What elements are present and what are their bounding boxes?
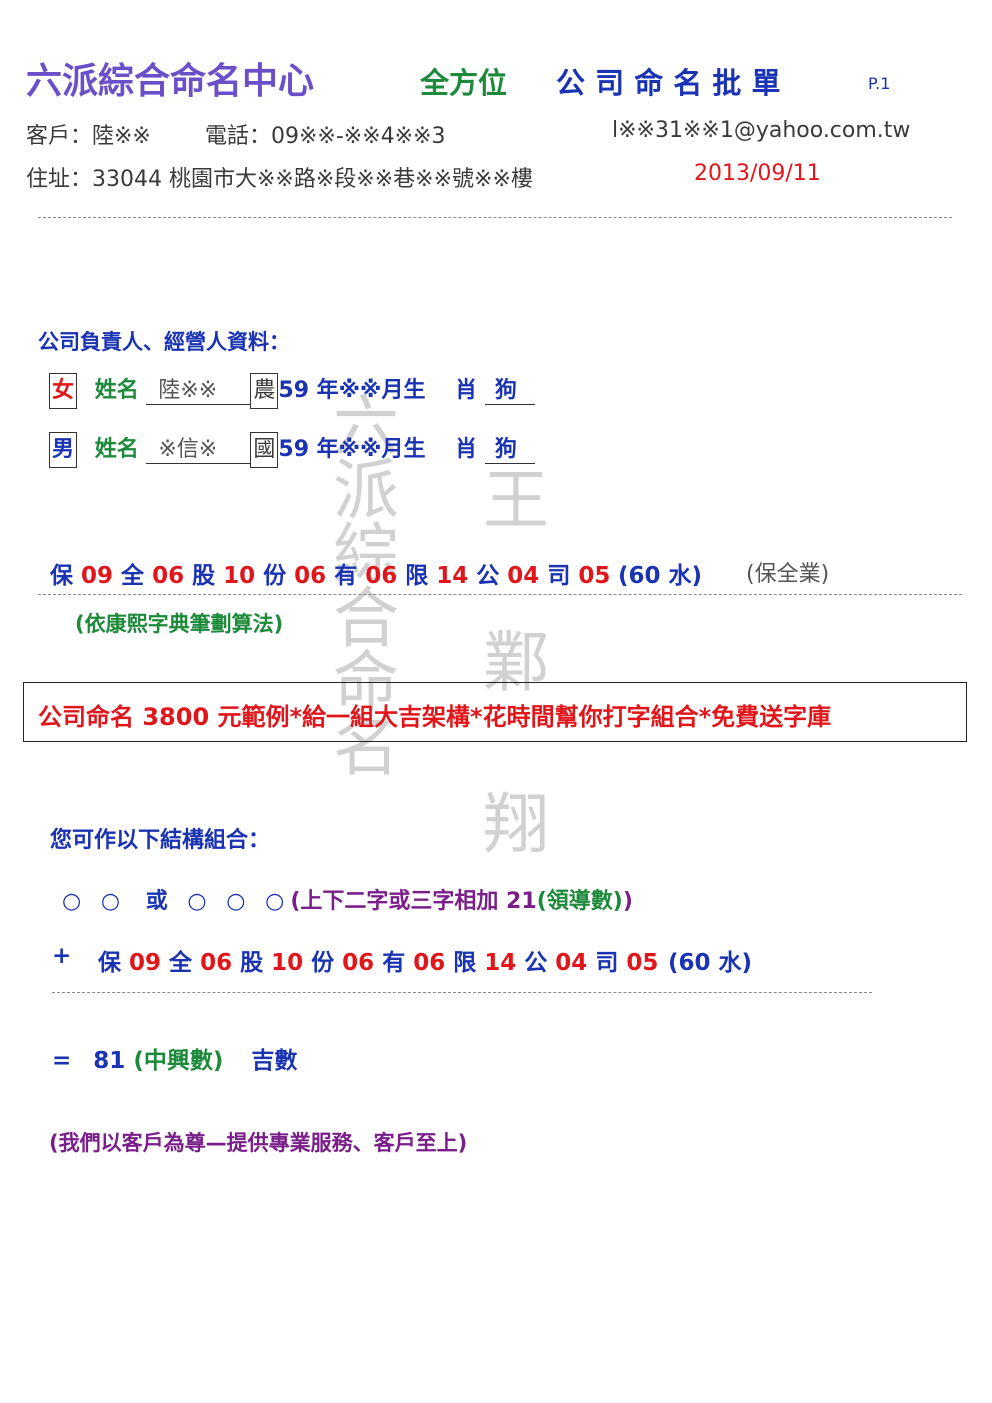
company-title: 六派綜合命名中心 [26,61,315,102]
zodiac-label: 肖 [455,378,478,403]
page-number: P.1 [868,74,891,93]
gender-male-box: 男 [49,432,78,468]
divider-top [38,217,952,218]
divider-sum [52,992,872,993]
stroke-char: 公 [524,950,548,976]
stroke-count: 10 [223,563,256,589]
stroke-char: 有 [382,950,406,976]
plus-sign: + [52,943,72,969]
or-label: 或 [145,889,168,914]
stroke-char: 全 [121,563,145,589]
stroke-count: 14 [436,563,469,589]
customer-email: l※※31※※1@yahoo.com.tw [612,118,911,143]
birth-date: 59 年※※月生 [278,437,426,462]
stroke-count: 06 [413,950,446,976]
stroke-char: 份 [311,950,335,976]
stroke-sequence-repeat: 保 09 全 06 股 10 份 06 有 06 限 14 公 04 司 05 [98,943,658,977]
result-luck: 吉數 [251,1048,298,1074]
industry-label: (保全業) [746,562,830,587]
two-char-pattern: ○ ○ [62,889,127,914]
zodiac-value: 狗 [484,372,535,405]
stroke-char: 保 [50,563,73,589]
stroke-char: 全 [169,950,193,976]
stroke-count: 06 [200,950,233,976]
stroke-char: 司 [595,950,619,976]
subtitle-naming-sheet: 公 司 命 名 批 單 [556,66,781,100]
customer-name: 客戶：陸※※ [26,124,151,149]
three-char-pattern: ○ ○ ○ [187,889,291,914]
equals-sign: = [52,1048,72,1074]
stroke-count: 05 [626,950,659,976]
stroke-count: 14 [484,950,517,976]
watermark-char: 鄴 [483,624,549,701]
stroke-count: 09 [129,950,162,976]
stroke-char: 限 [405,563,429,589]
watermark-char: 派 [333,452,399,529]
customer-address: 住址：33044 桃園市大※※路※段※※巷※※號※※樓 [26,167,533,192]
structure-pattern: ○ ○ 或 ○ ○ ○(上下二字或三字相加 21(領導數)) [62,883,633,915]
watermark-char: 綜 [333,516,399,593]
watermark-char: 合 [333,580,399,657]
watermark-char: 王 [483,462,549,539]
customer-phone: 電話：09※※-※※4※※3 [205,124,446,149]
stroke-char: 股 [192,563,216,589]
name-label: 姓名 [94,437,139,462]
stroke-count: 06 [294,563,327,589]
stroke-count: 04 [507,563,540,589]
calendar-lunar-box: 農 [250,373,279,409]
result-label: (中興數) [133,1048,224,1074]
result-line: = 81 (中興數) 吉數 [52,1041,297,1075]
stroke-count: 06 [152,563,185,589]
calendar-national-box: 國 [250,432,279,468]
divider-strokes [38,594,962,595]
owner-name: ※信※ [146,431,251,464]
stroke-count: 09 [81,563,114,589]
stroke-char: 公 [476,563,500,589]
stroke-sequence: 保 09 全 06 股 10 份 06 有 06 限 14 公 04 司 05 [50,556,610,590]
stroke-char: 股 [240,950,264,976]
result-number: 81 [93,1048,126,1074]
order-date: 2013/09/11 [694,161,821,186]
stroke-count: 05 [578,563,611,589]
stroke-char: 保 [98,950,121,976]
gender-female-box: 女 [49,373,78,409]
price-banner-text: 公司命名 3800 元範例*給一組大吉架構*花時間幫你打字組合*免費送字庫 [38,703,832,731]
watermark-column-2: 王 鄴 翔 [476,420,556,906]
stroke-char: 限 [453,950,477,976]
stroke-total: (60 水) [618,563,703,589]
footer-slogan: (我們以客戶為尊—提供專業服務、客戶至上) [49,1131,468,1155]
owner-name: 陸※※ [146,372,251,405]
watermark-char: 名 [333,708,399,785]
subtitle-all-round: 全方位 [420,66,508,100]
zodiac-label: 肖 [455,437,478,462]
stroke-method-note: (依康熙字典筆劃算法) [75,612,284,636]
stroke-char: 有 [334,563,358,589]
stroke-char: 份 [263,563,287,589]
watermark-char: 翔 [483,786,549,863]
pattern-note: (上下二字或三字相加 21 [290,889,537,914]
stroke-count: 10 [271,950,304,976]
birth-date: 59 年※※月生 [278,378,426,403]
leadership-number-label: (領導數) [536,889,623,914]
zodiac-value: 狗 [484,431,535,464]
name-label: 姓名 [94,378,139,403]
stroke-count: 06 [365,563,398,589]
structure-heading: 您可作以下結構組合： [50,828,271,853]
stroke-count: 06 [342,950,375,976]
watermark-char: 六 [333,388,399,465]
price-banner: 公司命名 3800 元範例*給一組大吉架構*花時間幫你打字組合*免費送字庫 [23,682,967,742]
pattern-note-close: ) [622,889,633,914]
stroke-char: 司 [547,563,571,589]
owners-heading: 公司負責人、經營人資料： [38,330,290,354]
stroke-count: 04 [555,950,588,976]
stroke-total-repeat: (60 水) [668,950,753,976]
